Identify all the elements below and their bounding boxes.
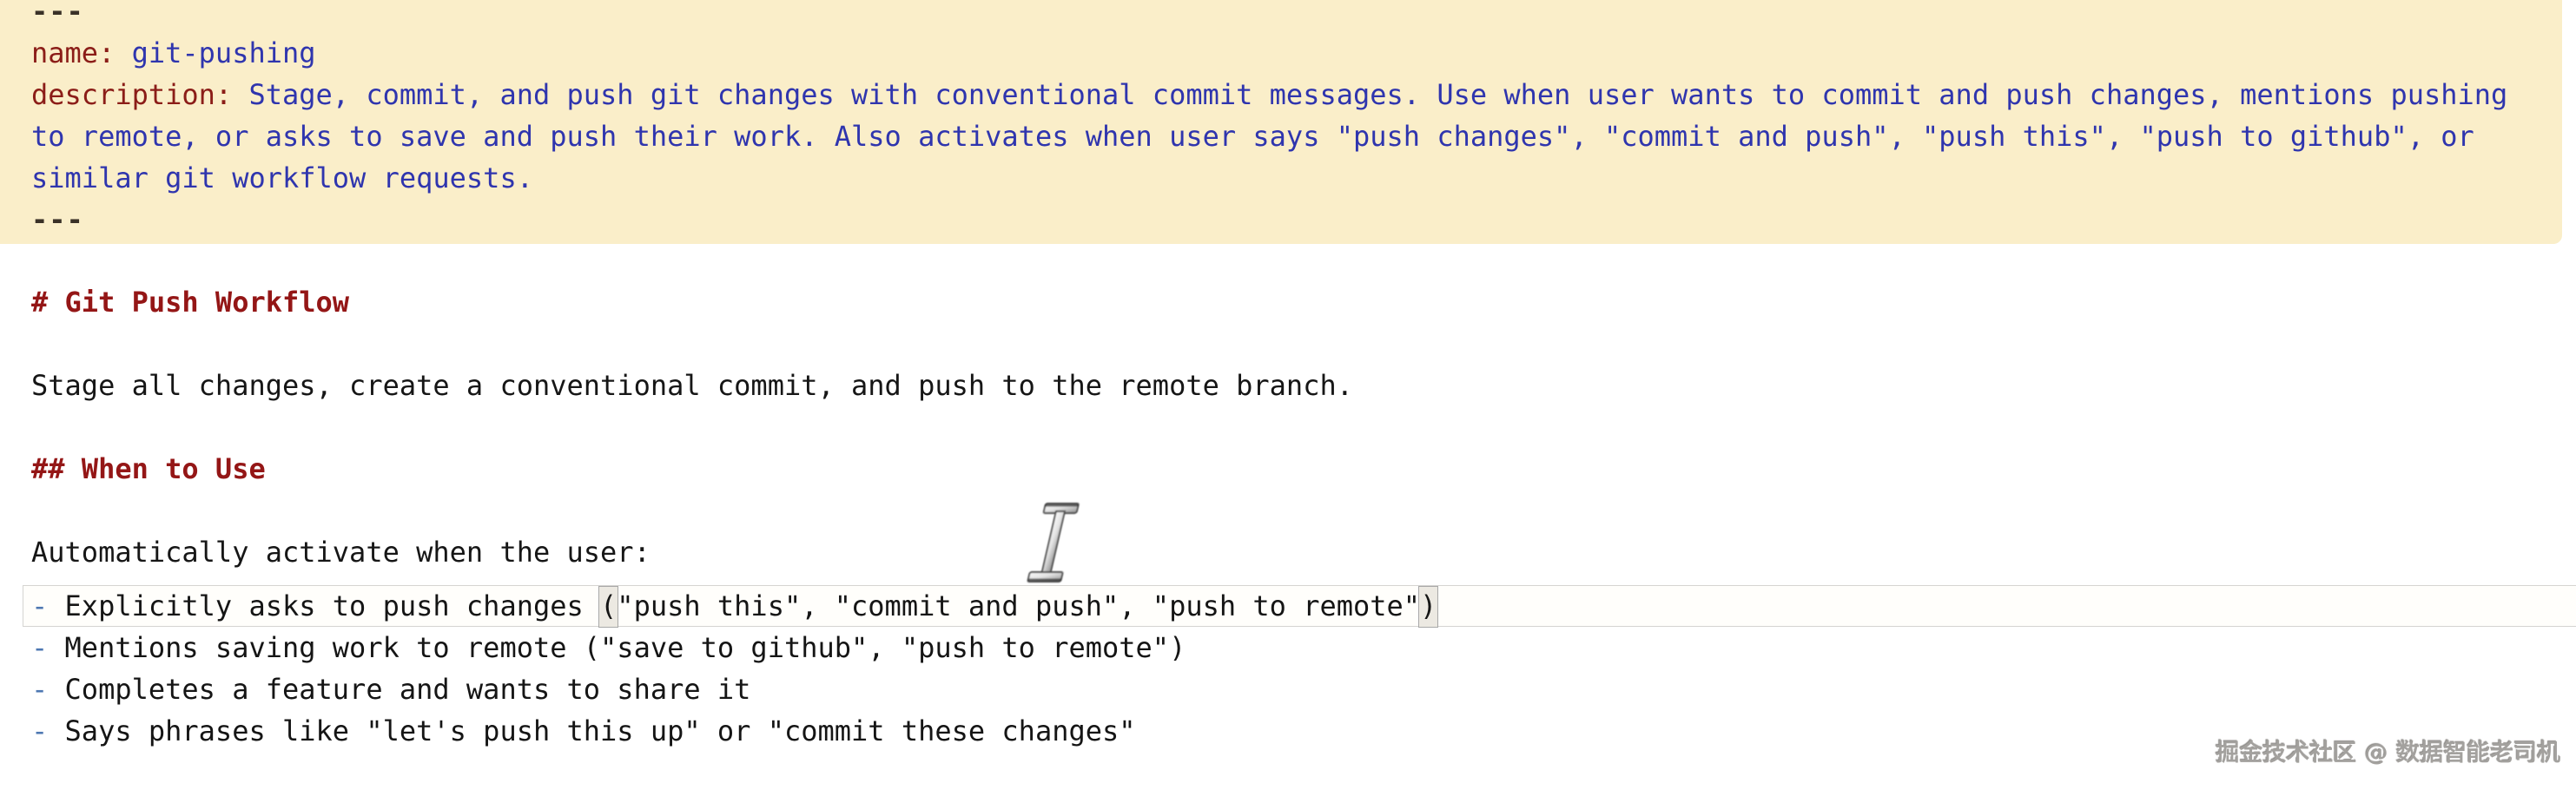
list-item-saving-work[interactable]: -Mentions saving work to remote ("save t… bbox=[31, 627, 2576, 668]
matched-close-paren: ) bbox=[1418, 586, 1439, 628]
list-item-completes-feature[interactable]: -Completes a feature and wants to share … bbox=[31, 668, 2576, 710]
list-item-says-phrases[interactable]: -Says phrases like "let's push this up" … bbox=[31, 710, 2576, 752]
bullet-dash-icon: - bbox=[31, 673, 49, 706]
frontmatter-description-line[interactable]: description: Stage, commit, and push git… bbox=[31, 74, 2536, 199]
frontmatter-name-key: name: bbox=[31, 36, 116, 69]
frontmatter-delimiter-top[interactable]: --- bbox=[31, 0, 84, 28]
bullet-dash-icon: - bbox=[31, 714, 49, 747]
frontmatter-block: --- name: git-pushing description: Stage… bbox=[0, 0, 2562, 244]
list-item-text: Mentions saving work to remote ("save to… bbox=[64, 631, 1186, 664]
bullet-dash-icon: - bbox=[31, 631, 49, 664]
frontmatter-description-key: description: bbox=[31, 78, 233, 111]
frontmatter-name-line[interactable]: name: git-pushing bbox=[31, 32, 2536, 74]
bullet-dash-icon: - bbox=[31, 589, 49, 622]
list-item-text: Completes a feature and wants to share i… bbox=[64, 673, 751, 706]
list-item-text: "push this", "commit and push", "push to… bbox=[617, 589, 1421, 622]
markdown-document: # Git Push Workflow Stage all changes, c… bbox=[23, 281, 2576, 752]
frontmatter-description-value: Stage, commit, and push git changes with… bbox=[31, 78, 2525, 194]
intro-paragraph[interactable]: Stage all changes, create a conventional… bbox=[31, 369, 1353, 402]
activate-paragraph[interactable]: Automatically activate when the user: bbox=[31, 536, 651, 569]
matched-open-paren: ( bbox=[598, 586, 619, 628]
heading-git-push-workflow[interactable]: # Git Push Workflow bbox=[31, 286, 350, 319]
watermark-text: 掘金技术社区 @ 数据智能老司机 bbox=[2216, 740, 2560, 767]
frontmatter-name-value: git-pushing bbox=[115, 36, 316, 69]
list-item-text: Explicitly asks to push changes bbox=[64, 589, 601, 622]
list-item-explicit-push[interactable]: -Explicitly asks to push changes ("push … bbox=[23, 585, 2576, 628]
when-to-use-list: -Explicitly asks to push changes ("push … bbox=[23, 585, 2576, 752]
frontmatter-delimiter-bottom[interactable]: --- bbox=[31, 203, 84, 236]
heading-when-to-use[interactable]: ## When to Use bbox=[31, 452, 266, 485]
list-item-text: Says phrases like "let's push this up" o… bbox=[64, 714, 1136, 747]
